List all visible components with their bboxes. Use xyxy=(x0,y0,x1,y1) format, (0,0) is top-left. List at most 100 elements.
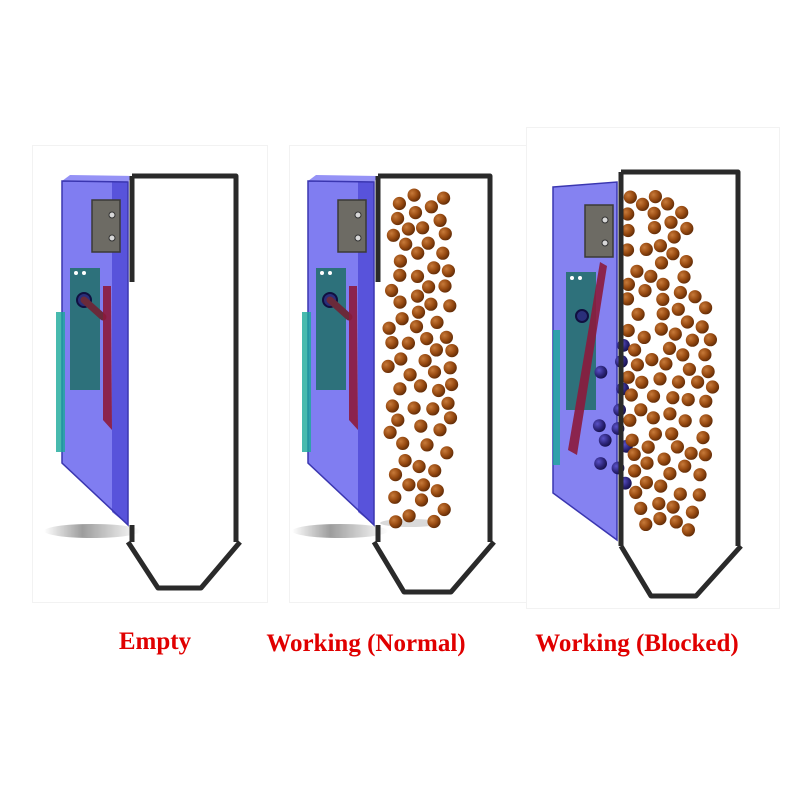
side-plate xyxy=(302,312,311,452)
pellet xyxy=(410,269,425,283)
floor-shadow xyxy=(292,524,388,538)
hopper-frame xyxy=(125,173,242,591)
pellet xyxy=(664,215,678,229)
board-component xyxy=(570,276,574,280)
pellet xyxy=(427,514,441,529)
pellet xyxy=(646,389,661,403)
pellet xyxy=(430,315,444,329)
sensor-bracket xyxy=(91,199,121,253)
pellet xyxy=(422,280,436,294)
pellet xyxy=(705,380,720,394)
pellet xyxy=(703,333,718,347)
pellet xyxy=(392,196,406,211)
flap xyxy=(568,262,607,455)
pellet xyxy=(427,365,442,379)
pellet xyxy=(624,388,638,402)
pellet xyxy=(443,299,457,313)
pellet xyxy=(656,292,670,306)
pellet xyxy=(385,336,399,350)
pellet xyxy=(641,440,655,454)
pellet xyxy=(663,407,677,421)
pellet xyxy=(381,359,395,373)
flap xyxy=(349,286,358,430)
pellet xyxy=(675,205,689,220)
pellet xyxy=(699,394,713,408)
bracket-screw xyxy=(601,239,609,247)
board-component xyxy=(578,276,582,280)
pellet xyxy=(398,454,412,468)
pellet xyxy=(639,517,653,532)
pellet xyxy=(393,268,407,282)
pellet xyxy=(429,343,443,357)
pellet xyxy=(598,433,612,447)
pellet xyxy=(621,370,635,384)
hopper-frame xyxy=(618,169,743,599)
bracket-screw xyxy=(108,211,116,219)
pellet xyxy=(630,358,645,372)
pellet xyxy=(668,327,682,341)
pellet xyxy=(621,223,635,238)
pellet xyxy=(627,447,641,461)
pellet xyxy=(428,464,442,478)
pellet xyxy=(701,365,715,379)
pellet xyxy=(648,427,663,441)
side-plate xyxy=(553,330,560,465)
pellet xyxy=(426,402,440,416)
pellet xyxy=(654,256,669,270)
bracket-screw xyxy=(354,211,362,219)
pellet xyxy=(424,200,438,214)
pellet xyxy=(699,301,713,315)
pellet-cluster xyxy=(620,190,720,537)
hopper-frame xyxy=(371,173,496,595)
pellet xyxy=(681,393,695,407)
pellet xyxy=(438,279,452,293)
pellet xyxy=(666,500,680,514)
pellet xyxy=(684,446,698,460)
pellet xyxy=(620,243,635,257)
pellet xyxy=(621,207,635,221)
pellet xyxy=(634,403,648,417)
pellet xyxy=(407,188,421,202)
pellet xyxy=(623,190,637,204)
pellet xyxy=(661,197,675,211)
floor-shadow xyxy=(44,524,140,538)
pellet xyxy=(410,289,425,303)
pellet xyxy=(635,197,650,211)
pellet xyxy=(648,190,663,204)
pellet xyxy=(430,484,444,498)
caption-blocked: Working (Blocked) xyxy=(535,630,739,657)
pellet xyxy=(401,222,415,236)
pellet xyxy=(645,353,659,367)
pellet xyxy=(388,468,403,482)
pellet xyxy=(424,297,438,311)
pellet xyxy=(654,322,668,336)
pellet xyxy=(685,333,700,347)
pellet xyxy=(421,236,435,250)
pellet xyxy=(662,341,677,355)
pellet-cluster xyxy=(381,188,459,529)
pellet xyxy=(394,352,408,366)
pellet xyxy=(395,312,409,326)
pellet xyxy=(666,247,680,261)
pellet xyxy=(418,354,432,368)
pellet xyxy=(383,425,397,439)
circuit-board xyxy=(316,268,346,390)
pellet xyxy=(393,254,407,268)
pellet xyxy=(656,277,670,291)
sensor-bracket xyxy=(584,204,614,258)
pellet xyxy=(695,320,709,334)
pellet xyxy=(653,239,668,253)
pellet xyxy=(696,431,710,445)
pellet xyxy=(698,348,712,362)
bracket-screw xyxy=(108,234,116,242)
board-component xyxy=(320,271,324,275)
pellet xyxy=(671,375,686,389)
pellet xyxy=(635,375,649,389)
pellet xyxy=(653,372,667,386)
pellet xyxy=(621,323,635,338)
bracket-screw xyxy=(601,216,609,224)
pellet xyxy=(411,246,425,260)
pellet xyxy=(408,206,423,220)
